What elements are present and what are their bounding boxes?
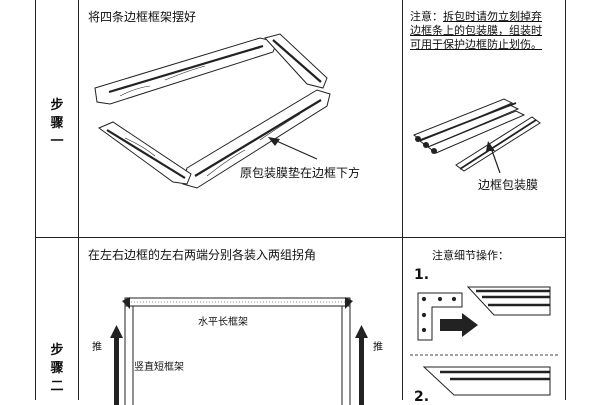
step2-frame-assembly-illustration [122,297,353,405]
top-frame-label: 水平长框架 [198,317,248,328]
note-prefix: 注意： [410,10,443,23]
step2-label-char-3: 二 [50,379,64,394]
note-line-2: 边框条上的包装膜，组装时 [410,24,542,37]
step1-frame-bundle-illustration [412,98,541,174]
table-col-divider-2 [402,0,403,400]
table-left-border [35,0,36,400]
corner-bracket-detail-illustration [410,286,560,396]
step1-label-char-3: 一 [50,134,64,149]
note-line-1-text: 拆包时请勿立刻掉弃 [443,10,542,23]
step1-label: 步 骤 一 [47,97,67,151]
step2-instruction: 在左右边框的左右两端分别各装入两组拐角 [88,248,317,262]
table-row-divider [35,237,566,238]
push-arrow-right [355,325,368,405]
step2-label: 步 骤 二 [47,342,67,396]
detail-number-1: 1. [414,267,430,283]
table-col-divider-1 [78,0,79,400]
side-frame-label: 竖直短框架 [134,362,184,373]
step1-frame-pieces-illustration [94,33,331,189]
push-label-right: 推 [373,342,383,353]
step1-label-char-2: 骤 [50,116,64,131]
step1-note: 注意：拆包时请勿立刻掉弃 边框条上的包装膜，组装时 可用于保护边框防止划伤。 [410,10,560,52]
step2-label-char-1: 步 [50,343,64,358]
table-right-border [565,0,566,400]
note-line-1: 注意：拆包时请勿立刻掉弃 [410,10,560,24]
note-line-3: 可用于保护边框防止划伤。 [410,38,542,51]
step1-instruction: 将四条边框框架摆好 [88,10,197,24]
step2-detail-title: 注意细节操作： [432,249,509,262]
step1-label-char-1: 步 [50,98,64,113]
step2-label-char-2: 骤 [50,361,64,376]
step1-callout-arrow [268,137,318,160]
push-arrow-left [110,325,123,405]
step1-callout-right: 边框包装膜 [478,178,539,192]
step1-callout-left: 原包装膜垫在边框下方 [240,166,361,180]
push-label-left: 推 [92,342,102,353]
